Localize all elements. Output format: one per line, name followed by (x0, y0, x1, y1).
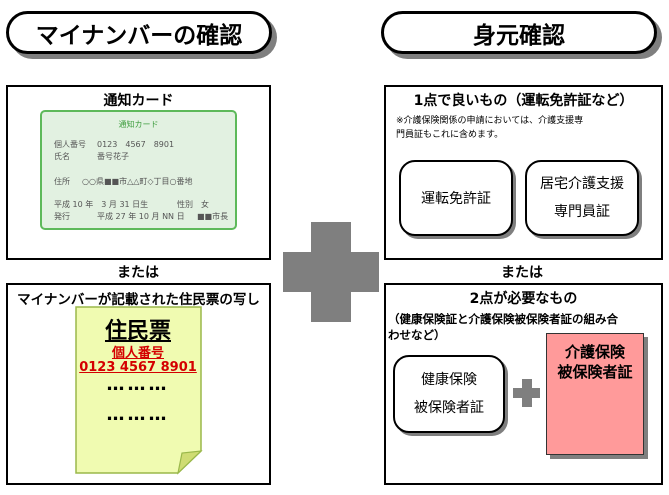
box-label: 運転免許証 (421, 191, 491, 207)
box-label: 健康保険 (421, 372, 477, 388)
card-address-label: 住所 (54, 177, 70, 186)
card-id-label: 個人番号 (54, 140, 86, 149)
panel-sub-line: わせなど） (388, 328, 446, 342)
card-issued-label: 発行 (54, 212, 70, 221)
panel-title: マイナンバーが記載された住民票の写し (17, 292, 260, 308)
care-manager-box: 居宅介護支援 専門員証 (525, 160, 639, 236)
care-insurance-box: 介護保険 被保険者証 (546, 333, 644, 455)
box-label: 居宅介護支援 (540, 176, 624, 192)
plus-icon (311, 222, 351, 322)
or-label-right: または (501, 265, 543, 281)
or-label-left: または (117, 265, 159, 281)
box-label: 専門員証 (554, 204, 610, 220)
card-issued-value: 平成 27 年 10 月 NN 日 (97, 212, 185, 221)
box-label: 介護保険 (564, 343, 625, 361)
my-number-header: マイナンバーの確認 (6, 11, 272, 54)
panel-sub-line: （健康保険証と介護保険被保険者証の組み合 (388, 312, 618, 326)
box-label: 被保険者証 (557, 363, 633, 381)
card-name-value: 番号花子 (97, 152, 129, 161)
card-birth: 平成 10 年 3 月 31 日生 (54, 200, 149, 209)
card-name-label: 氏名 (54, 152, 70, 161)
identity-header: 身元確認 (381, 11, 657, 54)
card-title: 通知カード (118, 120, 159, 129)
panel-title: 1点で良いもの（運転免許証など） (413, 93, 634, 109)
panel-note-line: ※介護保険関係の申請においては、介護支援専 (396, 116, 584, 126)
resident-record-title: 住民票 (104, 319, 171, 344)
card-gender: 性別 女 (177, 200, 209, 209)
placeholder-dots: ……… (106, 374, 170, 395)
placeholder-dots: ……… (106, 404, 170, 425)
notification-card-image: 通知カード 個人番号 0123 4567 8901 氏名 番号花子 住所 ○○県… (40, 110, 237, 230)
folded-note-icon (75, 306, 203, 475)
health-insurance-box: 健康保険 被保険者証 (393, 355, 505, 433)
panel-title: 通知カード (103, 93, 174, 109)
resident-id-label: 個人番号 (111, 346, 164, 361)
panel-note-line: 門員証もこれに含めます。 (396, 130, 504, 140)
resident-id-value: 0123 4567 8901 (79, 360, 197, 375)
drivers-license-box: 運転免許証 (399, 160, 513, 236)
panel-title: 2点が必要なもの (469, 291, 578, 307)
plus-icon (522, 379, 532, 407)
box-label: 被保険者証 (414, 400, 484, 416)
card-address-value: ○○県■■市△△町◇丁目○番地 (82, 177, 193, 186)
card-id-value: 0123 4567 8901 (97, 140, 175, 149)
card-issuer: ■■市長 (197, 212, 229, 221)
